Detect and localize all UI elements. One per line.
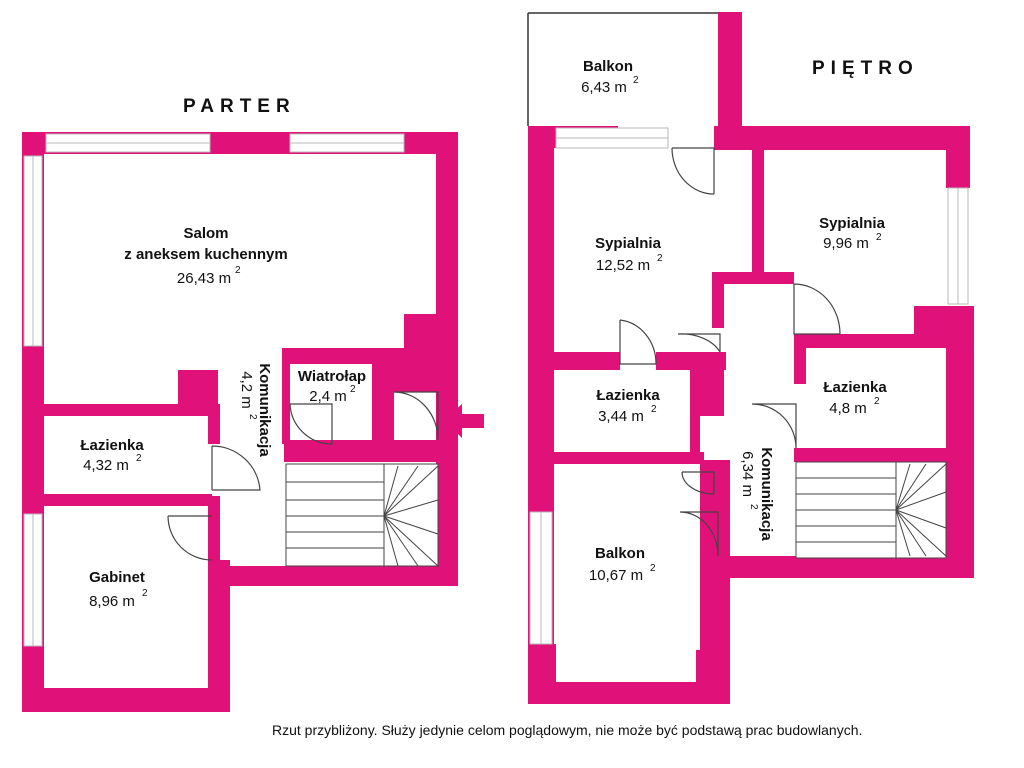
room-gabinet: Gabinet 8,96 m 2 (89, 569, 148, 610)
room-balkon-top: Balkon 6,43 m 2 (581, 58, 639, 96)
room-area: 6,34 m (739, 451, 756, 497)
upper-floor-title: PIĘTRO (812, 58, 919, 79)
ground-floor-title: PARTER (183, 96, 296, 117)
room-komunikacja-ground: Komunikacja 4,2 m 2 (238, 363, 273, 457)
room-name: Sypialnia (819, 215, 886, 232)
room-area: 9,96 m (823, 235, 869, 252)
room-area-exponent: 2 (657, 253, 663, 264)
room-area-exponent: 2 (136, 453, 142, 464)
room-area: 10,67 m (589, 567, 643, 584)
room-area-exponent: 2 (235, 265, 241, 276)
ground-floor-stairs (285, 463, 439, 567)
room-area: 6,43 m (581, 79, 627, 96)
room-name: Balkon (595, 545, 645, 562)
upper-floor-windows (529, 127, 969, 645)
entrance-arrow-icon (444, 404, 484, 438)
room-area-exponent: 2 (650, 563, 656, 574)
room-komunikacja-upper: Komunikacja 6,34 m 2 (739, 447, 775, 541)
room-sypialnia-2: Sypialnia 9,96 m 2 (819, 215, 886, 252)
room-area: 4,2 m (238, 371, 255, 409)
room-wiatrolap: Wiatrołap 2,4 m 2 (298, 368, 366, 405)
room-area-exponent: 2 (142, 588, 148, 599)
room-name: Łazienka (80, 437, 144, 454)
room-name-line1: Salom (183, 225, 228, 242)
room-balkon-bottom: Balkon 10,67 m 2 (589, 545, 656, 584)
room-name: Komunikacja (758, 447, 775, 541)
room-area: 12,52 m (596, 257, 650, 274)
ground-floor-walls (22, 132, 458, 712)
room-lazienka-ground: Łazienka 4,32 m 2 (80, 437, 144, 474)
upper-floor-doors (619, 147, 841, 557)
room-area: 26,43 m (177, 270, 231, 287)
room-name: Gabinet (89, 569, 145, 586)
room-area-exponent: 2 (350, 384, 356, 395)
ground-floor-windows (23, 133, 405, 647)
upper-floor-walls (527, 12, 974, 704)
room-name: Łazienka (596, 387, 660, 404)
room-area-exponent: 2 (874, 396, 880, 407)
room-lazienka-upper-1: Łazienka 3,44 m 2 (596, 387, 660, 425)
room-area-exponent: 2 (748, 504, 759, 510)
room-area: 8,96 m (89, 593, 135, 610)
room-name-line2: z aneksem kuchennym (124, 246, 287, 263)
room-name: Wiatrołap (298, 368, 366, 385)
disclaimer-note: Rzut przybliżony. Służy jedynie celom po… (272, 722, 862, 738)
room-area-exponent: 2 (876, 232, 882, 243)
ground-floor-doors (167, 391, 439, 561)
room-lazienka-upper-2: Łazienka 4,8 m 2 (823, 379, 887, 417)
room-area: 3,44 m (598, 408, 644, 425)
room-sypialnia-1: Sypialnia 12,52 m 2 (595, 235, 663, 274)
room-area: 4,32 m (83, 457, 129, 474)
upper-floor-stairs (795, 461, 947, 559)
room-name: Komunikacja (256, 363, 273, 457)
room-area-exponent: 2 (633, 75, 639, 86)
room-salon: Salom z aneksem kuchennym 26,43 m 2 (124, 225, 287, 287)
room-area: 4,8 m (829, 400, 867, 417)
room-area-exponent: 2 (247, 414, 258, 420)
room-name: Balkon (583, 58, 633, 75)
room-area: 2,4 m (309, 388, 347, 405)
room-name: Sypialnia (595, 235, 662, 252)
room-name: Łazienka (823, 379, 887, 396)
room-area-exponent: 2 (651, 404, 657, 415)
